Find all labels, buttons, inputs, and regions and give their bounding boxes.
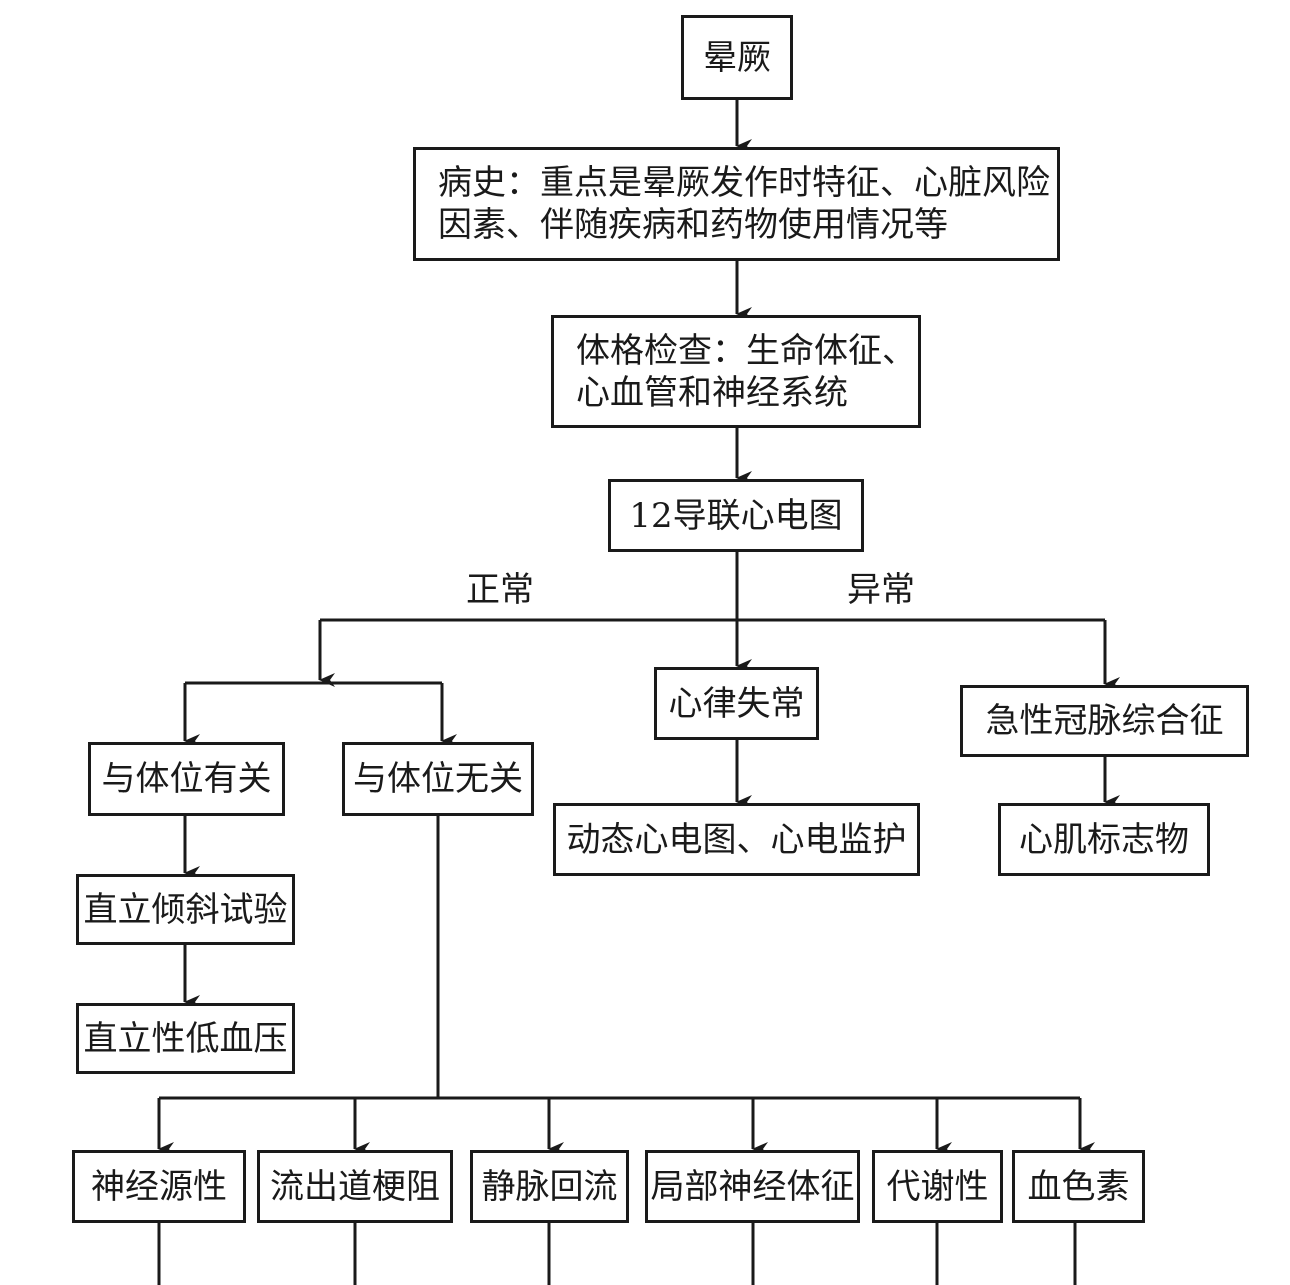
node-tilt-test: 直立倾斜试验 bbox=[76, 874, 295, 945]
edge-label-normal: 正常 bbox=[466, 570, 534, 610]
node-orthostatic-hypotension: 直立性低血压 bbox=[76, 1003, 295, 1074]
node-exam-line2: 心血管和神经系统 bbox=[576, 373, 848, 413]
node-metabolic: 代谢性 bbox=[872, 1150, 1003, 1223]
node-cardiac-markers: 心肌标志物 bbox=[998, 803, 1210, 876]
node-syncope: 晕厥 bbox=[681, 15, 793, 100]
node-posture-related: 与体位有关 bbox=[88, 742, 285, 816]
edge-label-abnormal: 异常 bbox=[847, 570, 915, 610]
node-physical-exam: 体格检查：生命体征、 心血管和神经系统 bbox=[551, 315, 921, 428]
node-holter: 动态心电图、心电监护 bbox=[553, 803, 920, 876]
node-exam-line1: 体格检查：生命体征、 bbox=[576, 331, 916, 371]
node-focal-neuro: 局部神经体征 bbox=[645, 1150, 860, 1223]
node-hemoglobin: 血色素 bbox=[1012, 1150, 1145, 1223]
node-history: 病史：重点是晕厥发作时特征、心脏风险 因素、伴随疾病和药物使用情况等 bbox=[413, 147, 1060, 261]
node-venous-return: 静脉回流 bbox=[470, 1150, 629, 1223]
node-history-line1: 病史：重点是晕厥发作时特征、心脏风险 bbox=[438, 163, 1050, 203]
node-neurogenic: 神经源性 bbox=[72, 1150, 246, 1223]
node-outflow-obstruction: 流出道梗阻 bbox=[257, 1150, 453, 1223]
node-ecg: 12导联心电图 bbox=[608, 479, 864, 552]
node-arrhythmia: 心律失常 bbox=[654, 667, 819, 740]
node-history-line2: 因素、伴随疾病和药物使用情况等 bbox=[438, 205, 948, 245]
node-acs: 急性冠脉综合征 bbox=[960, 685, 1249, 757]
node-posture-unrelated: 与体位无关 bbox=[342, 742, 534, 816]
